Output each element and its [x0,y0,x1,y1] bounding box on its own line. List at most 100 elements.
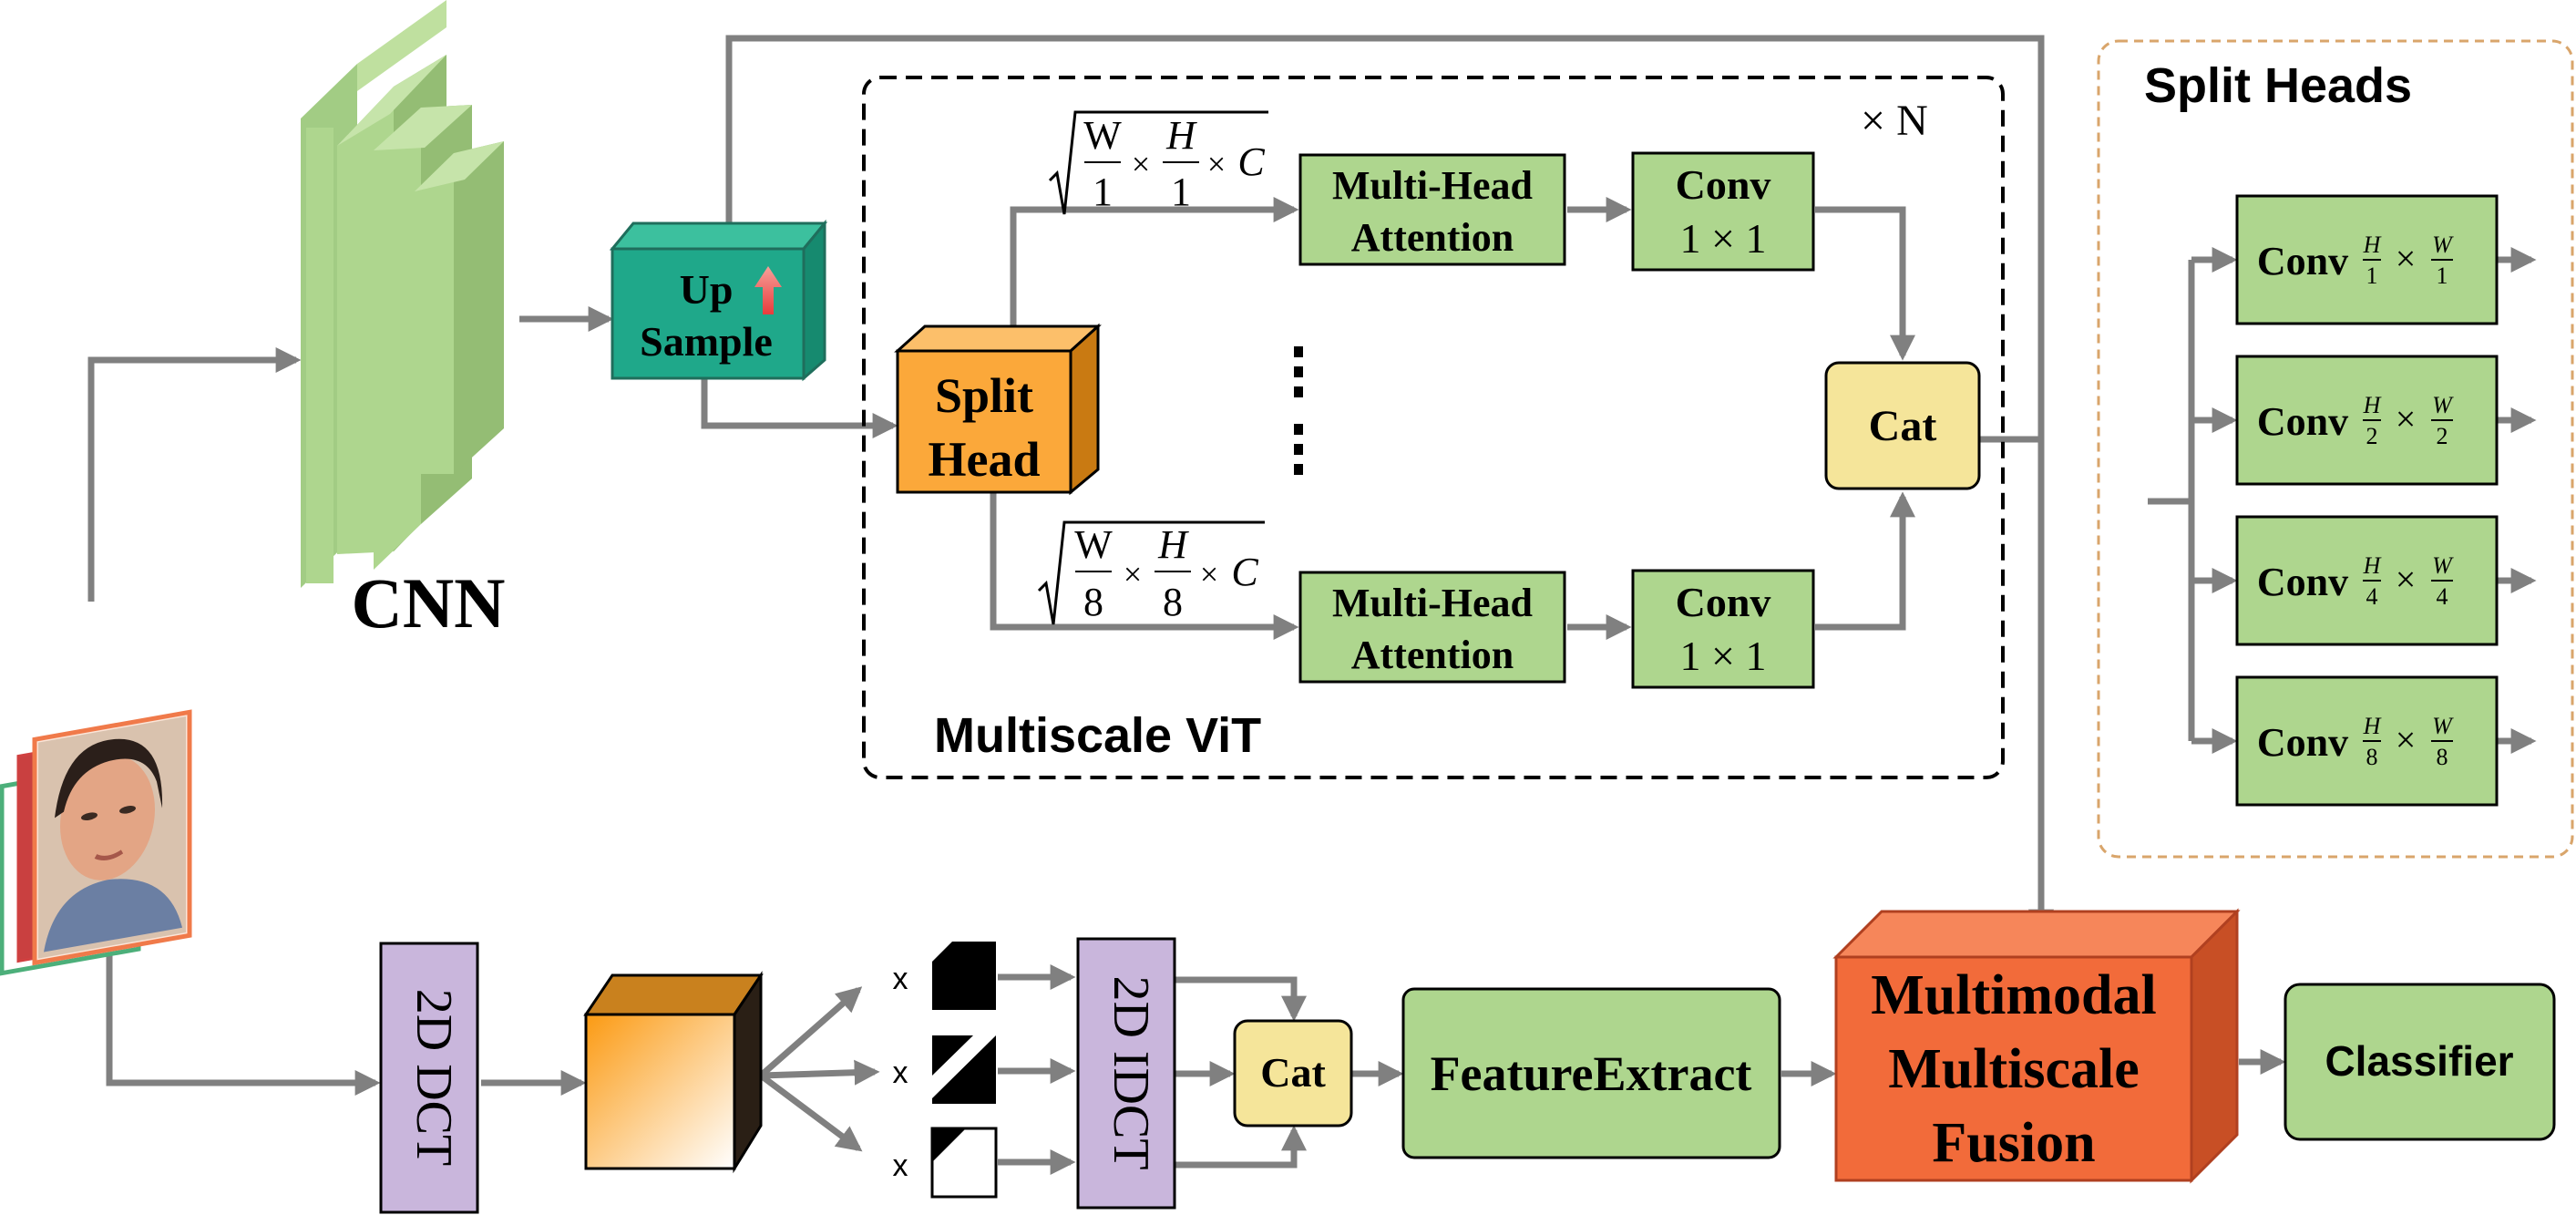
split-head-den-h: 8 [2366,744,2378,770]
split-head-den-w: 8 [2437,744,2448,770]
split-head-h: H [2363,232,2382,258]
svg-text:FeatureExtract: FeatureExtract [1431,1046,1752,1101]
split-head-w: W [2432,392,2454,418]
frequency-cube [583,971,764,1174]
freq-cat-block: Cat [1233,1019,1353,1127]
formula-bottom: W 8 × H 8 × C [1037,520,1265,625]
mult-3-label: x [893,1148,908,1183]
split-head-conv-row-4: Conv H 8 × W 8 [2191,675,2537,807]
svg-text:H: H [1165,113,1197,158]
upsample-label-line1: Up [680,266,734,313]
split-head-w: W [2432,232,2454,258]
split-head-conv-row-1: Conv H 1 × W 1 [2191,194,2537,325]
split-head-label-line1: Split [935,368,1033,423]
svg-text:×: × [1124,556,1142,592]
split-head-conv-row-2: Conv H 2 × W 2 [2191,355,2537,486]
multiscale-vit-title: Multiscale ViT [934,708,1261,763]
svg-text:×: × [1132,146,1150,182]
upsample-label-line2: Sample [640,318,773,365]
svg-text:1: 1 [1093,170,1113,214]
face-avatar [38,716,186,959]
multimodal-fusion-block: Multimodal Multiscale Fusion [1832,908,2241,1184]
svg-text:×: × [2396,559,2417,600]
classifier-block: Classifier [2284,983,2556,1141]
cube-to-mask2-arrow [760,1059,880,1086]
split-head-block: Split Head [894,323,1102,496]
svg-text:1: 1 [1171,170,1191,214]
upsample-to-fusion-arrow [725,35,2054,935]
split-head-den-h: 1 [2366,263,2378,289]
input-to-cnn-arrow [87,347,302,602]
svg-text:Multiscale: Multiscale [1888,1038,2140,1100]
svg-text:Attention: Attention [1351,633,1514,677]
split-head-conv-label: Conv [2257,560,2348,604]
conv-bottom-to-cat-arrow [1815,491,1915,631]
multiscale-vit-frame [862,76,2005,779]
conv-top-block: Conv 1 × 1 [1631,151,1815,272]
svg-text:Cat: Cat [1260,1049,1326,1096]
splithead-top-branch-arrow [1010,197,1299,326]
upsample-to-splithead-arrow [701,378,898,438]
split-head-den-h: 2 [2366,423,2378,449]
repeat-n-label: × N [1861,97,1928,145]
mha-top-block: Multi-Head Attention [1298,153,1566,266]
mult-2-label: x [893,1055,908,1090]
svg-text:1 × 1: 1 × 1 [1680,633,1767,679]
svg-text:Fusion: Fusion [1932,1112,2095,1174]
idct-top-to-cat-arrow [1175,976,1307,1022]
svg-text:C: C [1231,550,1258,594]
split-head-den-w: 2 [2437,423,2448,449]
cube-to-mask3-arrow [758,1073,863,1152]
mha-bottom-block: Multi-Head Attention [1298,571,1566,684]
formula-top: W 1 × H 1 × C [1048,110,1268,215]
split-head-conv-label: Conv [2257,239,2348,283]
split-heads-title: Split Heads [2144,58,2412,113]
conv-top-to-cat-arrow [1815,206,1915,361]
split-head-label-line2: Head [928,432,1040,487]
svg-text:×: × [1200,556,1218,592]
mult-1-label: x [893,962,908,996]
split-head-den-w: 1 [2437,263,2448,289]
up-arrow-icon [754,266,782,314]
cnn-label: CNN [352,563,506,643]
svg-text:×: × [2396,398,2417,439]
split-head-w: W [2432,552,2454,579]
svg-text:×: × [2396,719,2417,760]
input-face-images [0,709,192,976]
splithead-bottom-branch-arrow [990,492,1299,640]
dct-label: 2D DCT [405,989,462,1166]
split-head-h: H [2363,392,2382,418]
feature-extract-block: FeatureExtract [1401,987,1781,1159]
svg-text:8: 8 [1163,580,1183,624]
cnn-stack [301,0,504,588]
svg-text:×: × [2396,238,2417,279]
svg-text:Cat: Cat [1869,402,1937,450]
svg-text:Conv: Conv [1676,579,1771,625]
svg-text:Classifier: Classifier [2325,1037,2513,1085]
svg-text:Multimodal: Multimodal [1871,964,2156,1026]
idct-block: 2D IDCT [1076,937,1176,1210]
svg-text:W: W [1083,113,1122,158]
idct-bottom-to-cat-arrow [1175,1125,1307,1169]
svg-text:Conv: Conv [1676,161,1771,208]
ellipsis-icon [1294,346,1303,475]
svg-text:Multi-Head: Multi-Head [1332,163,1533,208]
split-head-conv-label: Conv [2257,399,2348,444]
split-head-conv-label: Conv [2257,720,2348,765]
svg-text:1 × 1: 1 × 1 [1680,215,1767,262]
mask-3: x [893,1127,998,1199]
svg-text:Multi-Head: Multi-Head [1332,581,1533,625]
mask-1: x [893,942,996,1010]
split-head-den-w: 4 [2437,583,2448,610]
idct-label: 2D IDCT [1103,975,1159,1169]
upsample-block: Up Sample [609,219,828,382]
split-heads-panel-frame [2097,39,2574,859]
svg-text:Attention: Attention [1351,215,1514,260]
split-head-w: W [2432,713,2454,739]
svg-text:H: H [1157,522,1189,567]
split-head-h: H [2363,713,2382,739]
vit-cat-block: Cat [1824,361,1981,490]
split-head-h: H [2363,552,2382,579]
